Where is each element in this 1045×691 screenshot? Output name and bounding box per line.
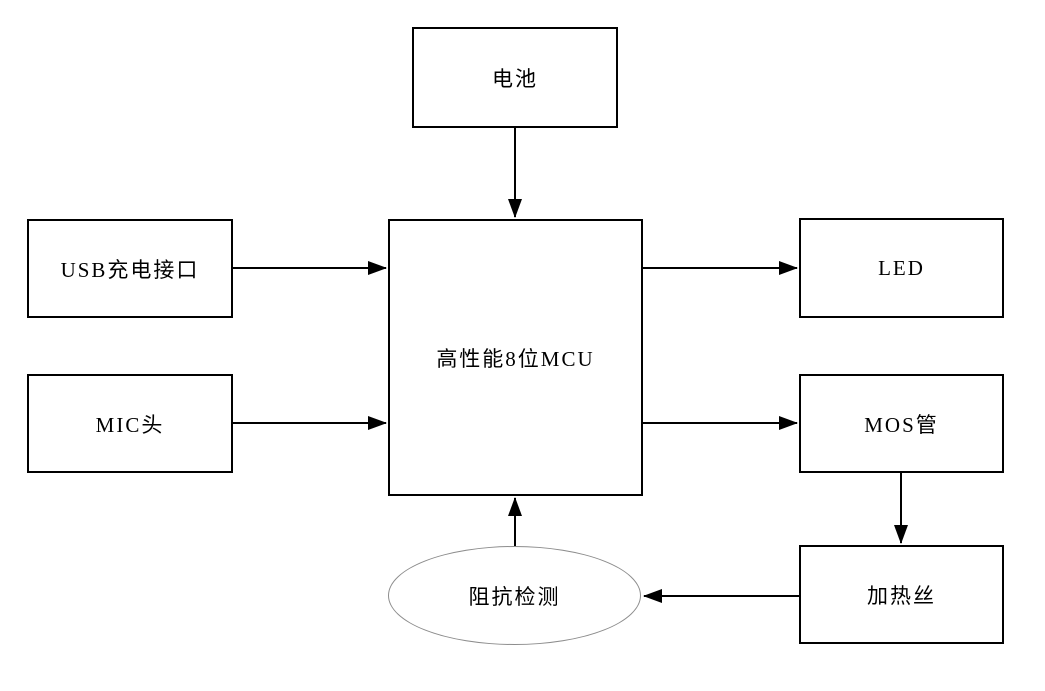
node-heater-label: 加热丝	[867, 583, 936, 608]
node-mic-head: MIC头	[27, 374, 233, 473]
node-mcu-label: 高性能8位MCU	[436, 346, 595, 371]
node-usb-charging-port: USB充电接口	[27, 219, 233, 318]
node-mos-label: MOS管	[864, 412, 939, 437]
node-mos-transistor: MOS管	[799, 374, 1004, 473]
node-battery: 电池	[412, 27, 618, 128]
node-usb-label: USB充电接口	[60, 257, 200, 282]
node-mcu: 高性能8位MCU	[388, 219, 643, 496]
node-mic-label: MIC头	[95, 412, 165, 437]
node-battery-label: 电池	[492, 66, 538, 91]
node-led: LED	[799, 218, 1004, 318]
node-heating-wire: 加热丝	[799, 545, 1004, 644]
node-impedance-detection: 阻抗检测	[388, 546, 641, 645]
node-impedance-label: 阻抗检测	[468, 584, 561, 609]
node-led-label: LED	[878, 255, 925, 280]
